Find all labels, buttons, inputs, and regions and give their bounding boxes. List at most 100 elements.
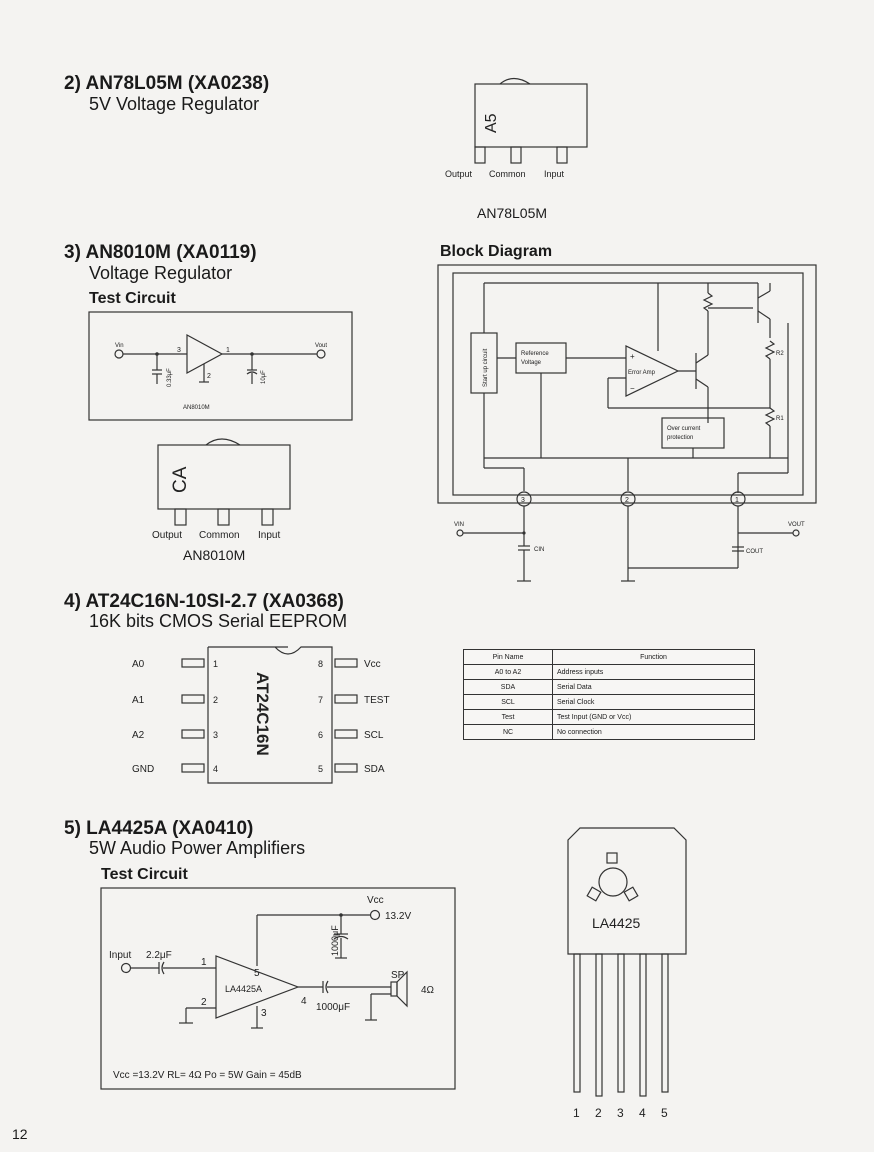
package-pin [573,953,581,1093]
function-cell: Serial Clock [552,694,755,710]
right-pin-name: SCL [364,730,384,741]
pin-name-cell: SCL [463,694,553,710]
left-pin-name: A2 [132,730,145,741]
pin-stub-right [334,658,358,668]
package-pin [617,953,625,1093]
pin-input-label: Input [544,169,565,179]
section-2-title: 2) AN78L05M (XA0238) [64,73,270,94]
input-label: Input [109,950,131,961]
vin-label: VIN [454,522,464,528]
page-number: 12 [12,1126,28,1142]
pin-stub-right [334,729,358,739]
pin-name-cell: A0 to A2 [463,664,553,680]
an8010m-test-circuit: Vin 0.33μF 3 1 2 10μF Vout AN8010M [88,311,353,421]
startup-label: Start up circuit [483,348,489,387]
circuit-caption: AN8010M [183,405,210,411]
table-header-pin-name: Pin Name [463,649,553,665]
pin-stub-left [181,763,205,773]
right-pin-number: 5 [318,764,323,774]
pin-common-label: Common [489,169,526,179]
cout-label: COUT [746,549,763,555]
pin-3-label: 3 [261,1008,267,1019]
right-pin-name: TEST [364,695,390,706]
section-2-subtitle: 5V Voltage Regulator [89,94,260,114]
la4425a-test-circuit: Vcc 13.2V 1000μF 5 Input 2.2μF 1 LA4425A… [100,887,456,1090]
pin-stub-left [181,729,205,739]
pkg-mark-a5: A5 [483,113,500,133]
section-3-title: 3) AN8010M (XA0119) [64,242,257,263]
function-cell: Serial Data [552,679,755,695]
r1-label: R1 [776,416,784,422]
left-pin-number: 4 [213,764,218,774]
c-out-label: 1000μF [316,1002,350,1013]
pkg-mark-ca: CA [170,466,191,493]
section-5-subtitle: 5W Audio Power Amplifiers [89,838,306,858]
package-name: LA4425 [592,915,640,931]
c-big-label: 1000μF [330,925,340,956]
sp-label: SP [391,970,405,981]
vout-label: VOUT [788,522,805,528]
package-pin [639,953,647,1097]
pin-name-cell: Test [463,709,553,725]
pin-5-label: 5 [254,968,260,979]
pin-2-label: 2 [625,497,629,504]
right-pin-name: Vcc [364,659,381,670]
cin-label: CIN [534,547,544,553]
left-pin-number: 3 [213,730,218,740]
v132-label: 13.2V [385,911,411,922]
table-header-function: Function [552,649,755,665]
block-diagram: Start up circuit Reference Voltage + − E… [437,264,817,582]
left-pin-name: A1 [132,695,145,706]
pin-input-label: Input [258,530,280,541]
function-cell: No connection [552,724,755,740]
left-pin-number: 1 [213,659,218,669]
cap1-label: 0.33μF [167,368,173,387]
pin-output-label: Output [445,169,473,179]
section-4-subtitle: 16K bits CMOS Serial EEPROM [89,611,348,631]
left-pin-number: 2 [213,695,218,705]
pin-output-label: Output [152,530,182,541]
chip-label: LA4425A [225,984,262,994]
an8010m-package: CA Output Common Input [152,438,291,541]
an78l05m-caption: AN78L05M [477,205,548,221]
right-pin-number: 7 [318,695,323,705]
pin-stub-right [334,763,358,773]
chip-name: AT24C16N [253,672,272,756]
over-current-label-1: Over current [667,426,701,432]
vin-label: Vin [115,343,124,349]
ohm-label: 4Ω [421,985,435,996]
block-diagram-title: Block Diagram [440,243,553,260]
package-pin-number: 4 [639,1106,646,1120]
cap2-label: 10μF [261,370,267,384]
node-2-label: 2 [207,373,211,380]
r2-label: R2 [776,351,784,357]
error-amp-label: Error Amp [628,370,656,376]
section-5-title: 5) LA4425A (XA0410) [64,818,254,839]
vout-label: Vout [315,343,327,349]
svg-text:−: − [630,384,635,393]
right-pin-number: 6 [318,730,323,740]
right-pin-number: 8 [318,659,323,669]
section-3-test-circuit-label: Test Circuit [89,290,176,307]
package-pin-number: 3 [617,1106,624,1120]
right-pin-name: SDA [364,764,385,775]
pin-3-label: 3 [521,497,525,504]
section-5-test-circuit-label: Test Circuit [101,866,188,883]
node-3-label: 3 [177,347,181,354]
node-1-label: 1 [226,347,230,354]
pin-2-label: 2 [201,997,207,1008]
pin-stub-right [334,694,358,704]
pin-stub-left [181,658,205,668]
pin-1-label: 1 [201,957,207,968]
pin-1-label: 1 [735,497,739,504]
package-pin [661,953,669,1093]
pin-common-label: Common [199,530,240,541]
function-cell: Test Input (GND or Vcc) [552,709,755,725]
